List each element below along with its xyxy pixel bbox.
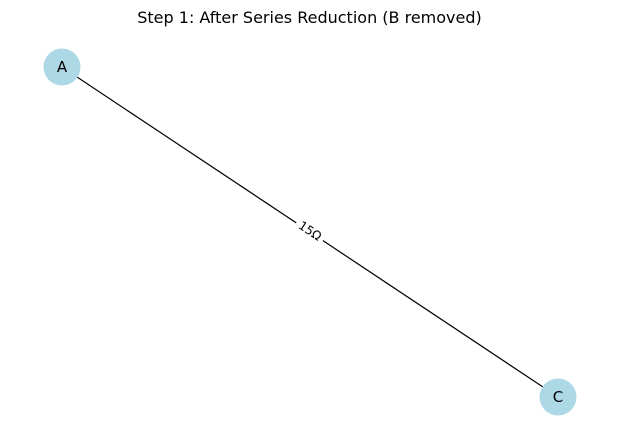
figure-title: Step 1: After Series Reduction (B remove… xyxy=(137,8,482,27)
node-c: C xyxy=(539,378,577,416)
node-a-circle xyxy=(43,48,81,86)
node-c-circle xyxy=(539,378,577,416)
node-a-label: A xyxy=(57,58,68,76)
edge-label-group: 15Ω xyxy=(292,215,328,247)
node-a: A xyxy=(43,48,81,86)
edge-label-background xyxy=(292,215,328,247)
node-c-label: C xyxy=(553,388,563,406)
